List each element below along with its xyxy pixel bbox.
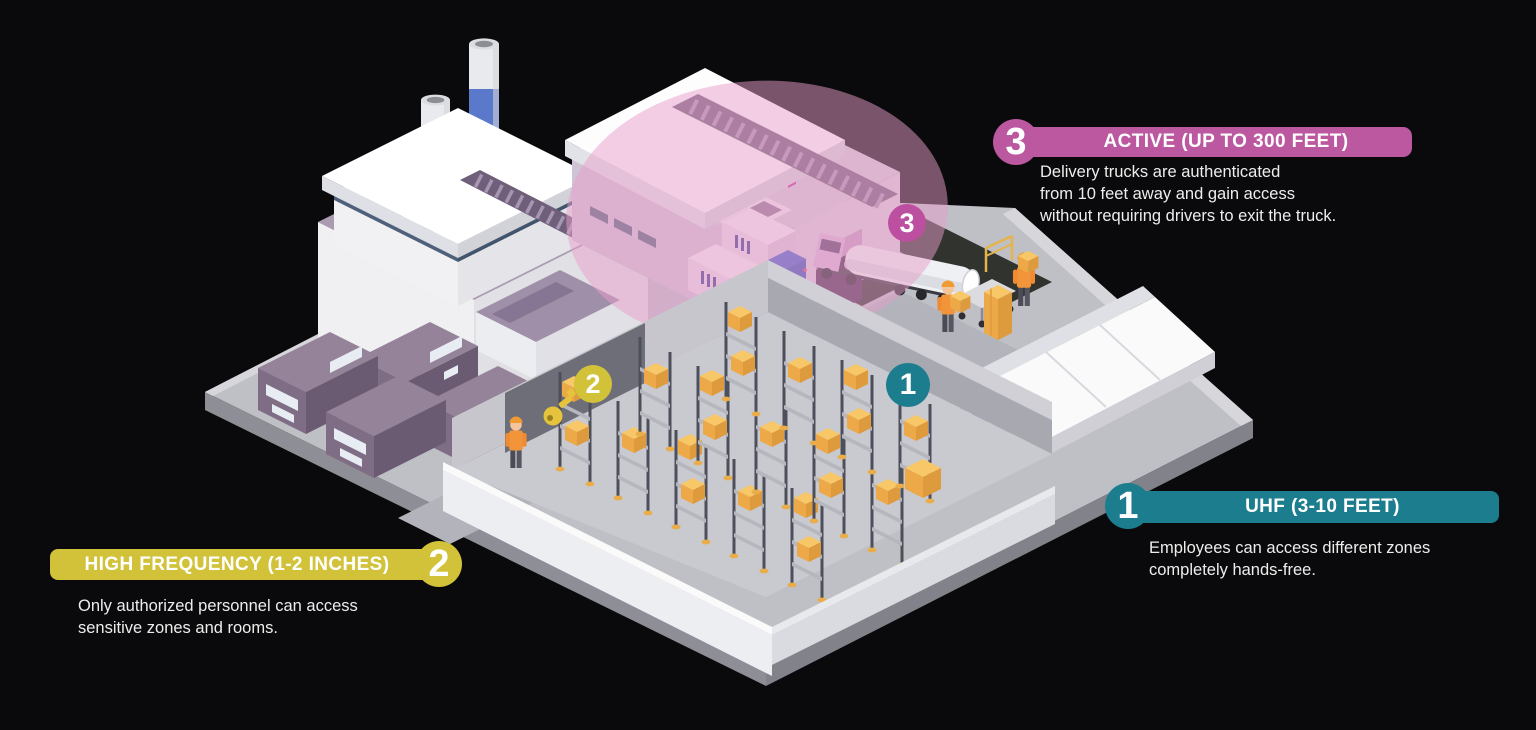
callout-active-title: ACTIVE (UP TO 300 FEET) [1103, 131, 1349, 152]
callout-active-banner: ACTIVE (UP TO 300 FEET) [1014, 127, 1412, 157]
access-key-icon [543, 388, 576, 426]
container [326, 376, 446, 478]
callout-hf-description: Only authorized personnel can access sen… [78, 597, 358, 637]
callout-active-number: 3 [993, 119, 1039, 165]
tall-crates [984, 285, 1012, 340]
callout-hf-title: HIGH FREQUENCY (1-2 INCHES) [84, 553, 390, 575]
callout-hf-number: 2 [416, 541, 462, 587]
callout-uhf-number: 1 [1105, 483, 1151, 529]
callout-active-description: Delivery trucks are authenticated from 1… [1040, 163, 1337, 225]
zone-marker-hf: 2 [574, 365, 612, 403]
callout-uhf-description: Employees can access different zones com… [1149, 539, 1431, 579]
container [258, 332, 378, 434]
callout-uhf-title: UHF (3-10 FEET) [1245, 496, 1400, 517]
hand-trolley-frame [984, 234, 1014, 272]
rfid-signal-ellipse [566, 80, 948, 346]
zone-marker-active: 3 [888, 204, 926, 242]
callout-uhf-banner: UHF (3-10 FEET) [1126, 491, 1499, 523]
zone-marker-uhf: 1 [886, 363, 930, 407]
callout-hf-banner: HIGH FREQUENCY (1-2 INCHES) [50, 549, 444, 580]
